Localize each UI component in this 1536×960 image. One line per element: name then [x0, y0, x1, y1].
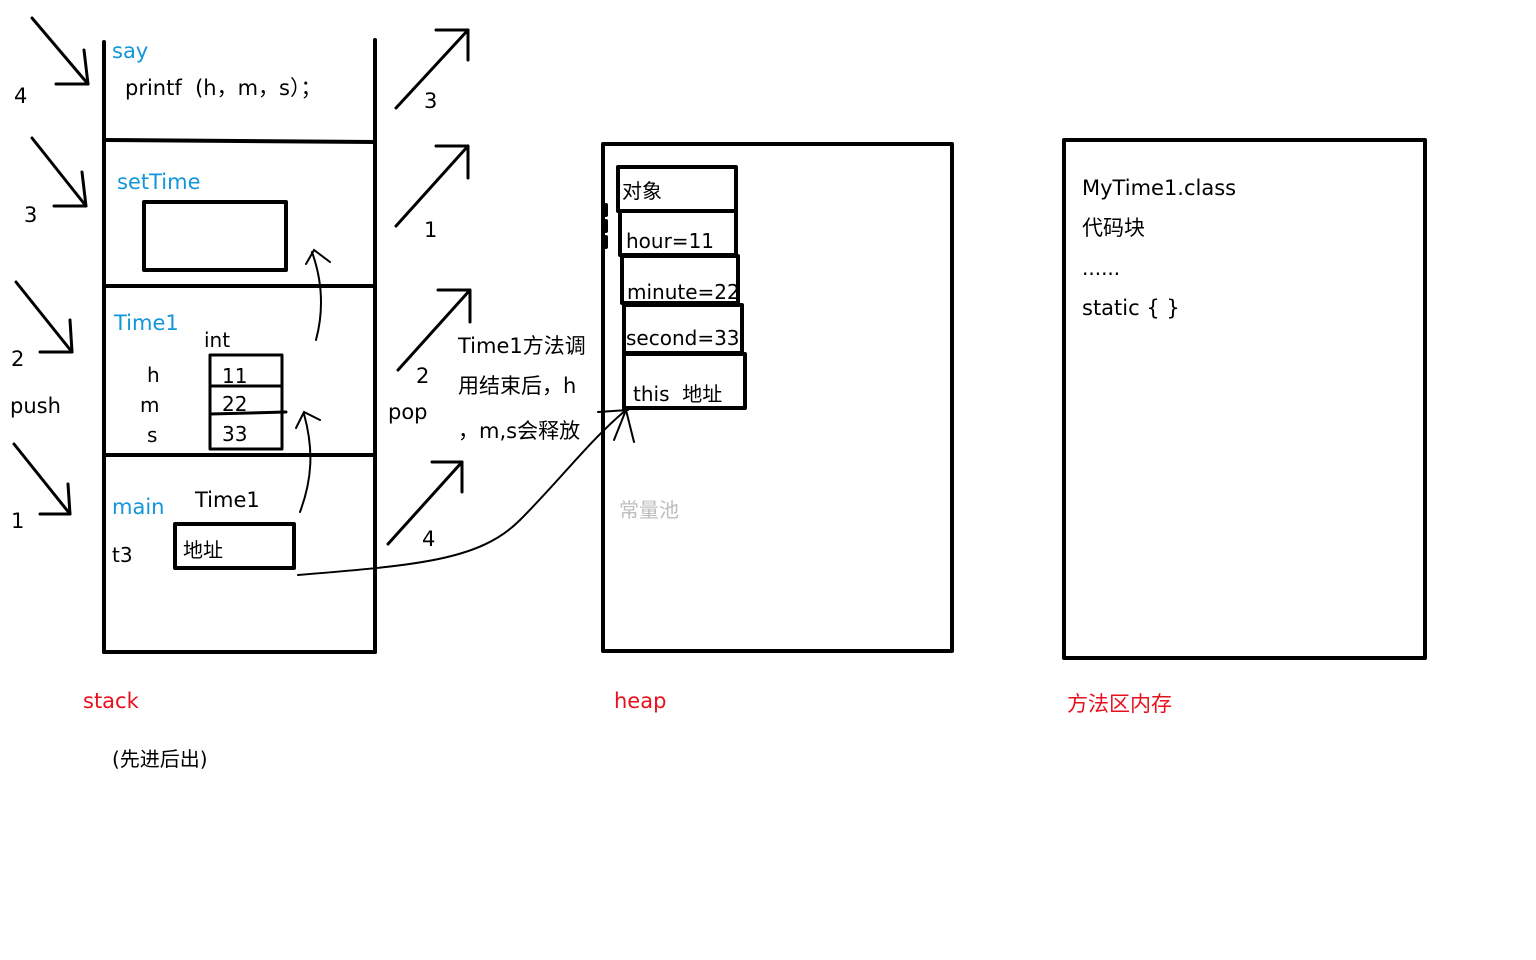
method-area-line-3: ...... [1082, 256, 1121, 280]
pop-number-3: 3 [424, 89, 438, 113]
settime-to-time1-curve [311, 251, 322, 341]
heap-caption: heap [614, 689, 667, 713]
stack-frame [102, 38, 377, 654]
method-area-caption: 方法区内存 [1067, 692, 1172, 716]
stack-note: (先进后出) [112, 747, 208, 771]
push-number-2: 2 [11, 347, 25, 371]
method-area-box [1062, 138, 1427, 660]
stack-caption: stack [83, 689, 139, 713]
frame-label-main: main [112, 495, 165, 519]
frame-label-say: say [112, 39, 149, 63]
push-label: push [10, 394, 61, 418]
pop-number-2: 2 [416, 364, 430, 388]
value-s: 33 [222, 422, 248, 446]
var-h: h [147, 363, 160, 387]
main-address-text: 地址 [183, 538, 223, 562]
explanation-line-2: 用结束后，h [458, 374, 577, 398]
value-h: 11 [222, 364, 248, 388]
var-m: m [140, 393, 160, 417]
pop-number-4: 4 [422, 527, 436, 551]
method-area-line-2: 代码块 [1082, 216, 1145, 240]
push-arrows [12, 16, 90, 516]
time1-value-cells [208, 353, 288, 451]
method-area-line-4: static { } [1082, 296, 1180, 320]
settime-local-box [142, 200, 288, 272]
var-s: s [147, 423, 158, 447]
heap-box [601, 142, 954, 653]
var-t3: t3 [112, 543, 133, 567]
int-type-label: int [204, 328, 231, 352]
explanation-line-3: ，m,s会释放 [458, 419, 581, 443]
explanation-line-1: Time1方法调 [458, 334, 586, 358]
pop-arrows [386, 28, 472, 546]
frame-label-settime: setTime [117, 170, 201, 194]
value-m: 22 [222, 392, 248, 416]
heap-field-hour: hour=11 [626, 229, 715, 253]
heap-field-second: second=33 [626, 326, 740, 350]
pop-number-1: 1 [424, 218, 438, 242]
push-number-1: 1 [11, 509, 25, 533]
pop-label: pop [388, 400, 428, 424]
heap-field-object: 对象 [622, 179, 662, 203]
frame-label-time1: Time1 [114, 311, 179, 335]
heap-field-minute: minute=22 [627, 280, 740, 304]
heap-field-this: this 地址 [633, 382, 723, 406]
method-area-line-1: MyTime1.class [1082, 176, 1237, 200]
printf-statement: printf (h，m，s）； [125, 76, 322, 100]
heap-object-fields [604, 165, 747, 410]
push-number-3: 3 [24, 203, 38, 227]
time1-to-main-curve [299, 413, 312, 513]
push-number-4: 4 [14, 84, 28, 108]
reference-curve [297, 409, 627, 576]
main-address-box [173, 522, 296, 570]
constant-pool-label: 常量池 [619, 498, 679, 522]
main-type-label: Time1 [195, 488, 260, 512]
